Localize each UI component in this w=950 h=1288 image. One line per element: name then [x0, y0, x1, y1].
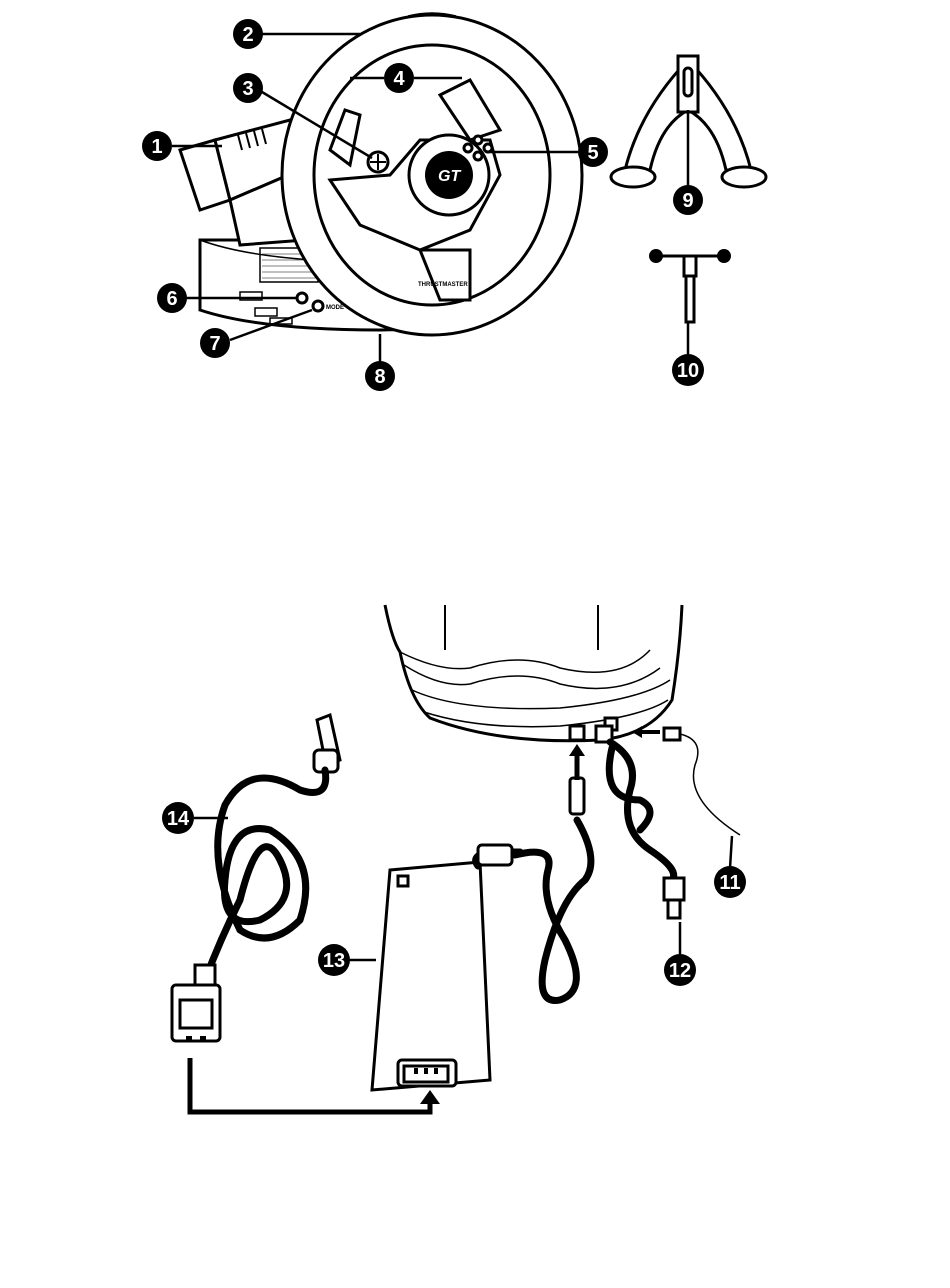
brand-label: THRUSTMASTER	[418, 282, 468, 288]
callout-11: 11	[714, 866, 746, 898]
mode-label: MODE	[326, 305, 344, 311]
svg-text:GT: GT	[438, 168, 461, 185]
callout-8: 8	[365, 361, 395, 391]
callout-13: 13	[318, 944, 350, 976]
svg-text:2: 2	[242, 24, 253, 46]
svg-text:7: 7	[209, 333, 220, 355]
callout-5: 5	[578, 137, 608, 167]
callout-14: 14	[162, 802, 194, 834]
callout-4: 4	[384, 63, 414, 93]
steering-wheel: GT THRUSTMASTER MODE	[282, 13, 582, 335]
svg-text:10: 10	[677, 360, 699, 382]
svg-text:13: 13	[323, 950, 345, 972]
svg-text:14: 14	[167, 808, 190, 830]
svg-text:9: 9	[682, 190, 693, 212]
wheel-base-rear	[385, 605, 682, 741]
callout-3: 3	[233, 73, 263, 103]
usb-cable	[596, 726, 684, 918]
mode-led	[297, 293, 307, 303]
power-adapter	[372, 778, 591, 1090]
callout-9: 9	[673, 185, 703, 215]
svg-text:1: 1	[151, 136, 162, 158]
svg-text:5: 5	[587, 142, 598, 164]
mode-button	[313, 301, 323, 311]
accessory-screw	[649, 249, 731, 322]
svg-text:3: 3	[242, 78, 253, 100]
svg-text:12: 12	[669, 960, 691, 982]
svg-text:11: 11	[719, 872, 740, 894]
power-port	[570, 726, 584, 740]
callout-10: 10	[672, 354, 704, 386]
callout-1: 1	[142, 131, 172, 161]
callout-6: 6	[157, 283, 187, 313]
callout-2: 2	[233, 19, 263, 49]
callout-12: 12	[664, 954, 696, 986]
callout-7: 7	[200, 328, 230, 358]
svg-text:8: 8	[374, 366, 385, 388]
svg-text:6: 6	[166, 288, 177, 310]
svg-text:4: 4	[393, 68, 405, 90]
